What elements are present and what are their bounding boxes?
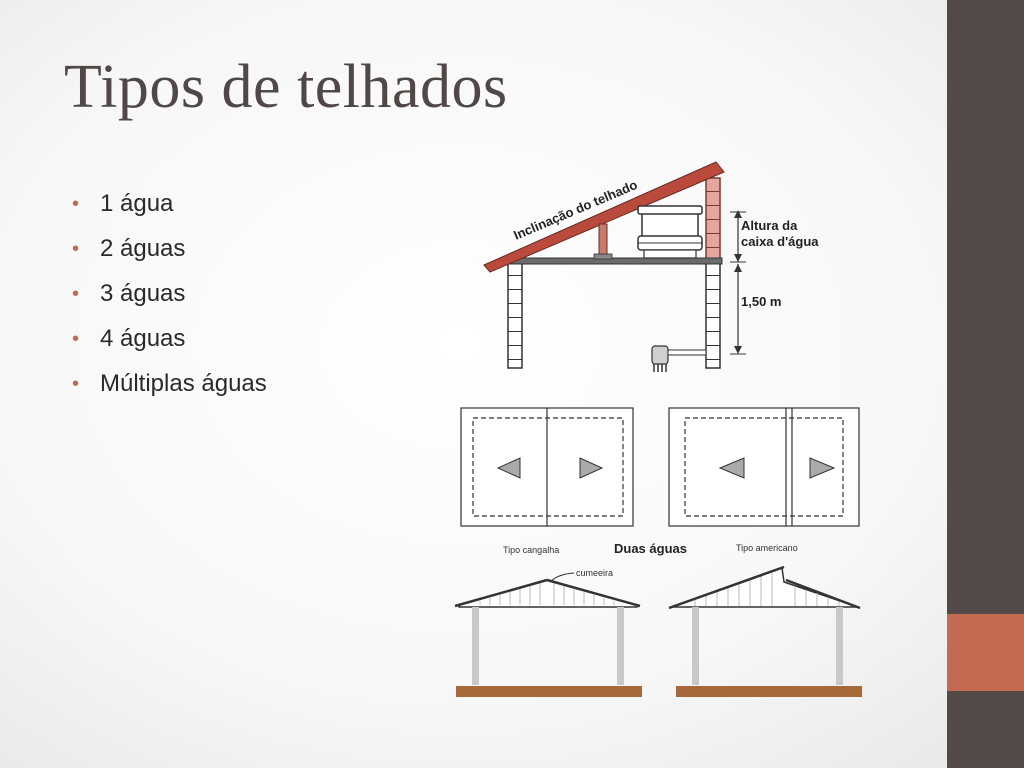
left-wall [507,261,523,369]
single-slope-roof-diagram: Inclinação do telhado Altura da caixa d'… [483,161,819,372]
right-wall [705,261,721,369]
cumeeira-label: cumeeira [576,568,613,578]
tank-height-label-2: caixa d'água [741,234,819,249]
arrow-up-icon [734,210,742,218]
arrow-right-icon [579,457,604,479]
plan-tipo-americano [668,407,860,527]
ground-right [676,686,862,697]
bullet-item: • Múltiplas águas [72,364,267,409]
duas-aguas-caption: Duas águas [614,541,687,556]
arrow-left-icon [496,457,521,479]
parapet-wall [705,177,721,263]
valve-icon [651,345,707,372]
tipo-cangalha-label: Tipo cangalha [503,545,559,555]
arrow-up-icon [734,264,742,272]
roof-support [598,223,608,259]
elevation-tipo-americano [668,565,862,697]
plan-tipo-cangalha [460,407,634,527]
bullet-dot-icon: • [72,373,80,395]
bullet-text: 1 água [100,190,174,217]
arrow-right-icon [809,457,836,479]
arrow-left-icon [718,457,745,479]
ground-left [456,686,642,697]
elevation-tipo-cangalha [454,578,642,697]
tipo-americano-label: Tipo americano [736,543,798,553]
arrow-down-icon [734,346,742,354]
bullet-item: • 4 águas [72,319,267,364]
bullet-item: • 3 águas [72,274,267,319]
bullet-list: • 1 água • 2 águas • 3 águas • 4 águas • Múlt… [72,184,267,409]
bullet-item: • 1 água [72,184,267,229]
tank-height-label-1: Altura da [741,218,798,233]
support-base [593,253,613,260]
bullet-item: • 2 águas [72,229,267,274]
height-label: 1,50 m [741,294,781,309]
slide-title: Tipos de telhados [64,53,508,121]
bullet-text: 2 águas [100,235,186,262]
side-accent-block [947,614,1024,691]
bullet-text: 3 águas [100,280,186,307]
roof-slope [483,161,725,273]
bullet-dot-icon: • [72,193,80,215]
arrow-down-icon [734,254,742,262]
bullet-dot-icon: • [72,283,80,305]
bullet-text: Múltiplas águas [100,370,267,397]
water-tank-icon [637,205,703,259]
bullet-dot-icon: • [72,238,80,260]
bullet-text: 4 águas [100,325,186,352]
bullet-dot-icon: • [72,328,80,350]
two-water-roof-diagram: Tipo cangalha Duas águas Tipo americano … [454,407,862,697]
